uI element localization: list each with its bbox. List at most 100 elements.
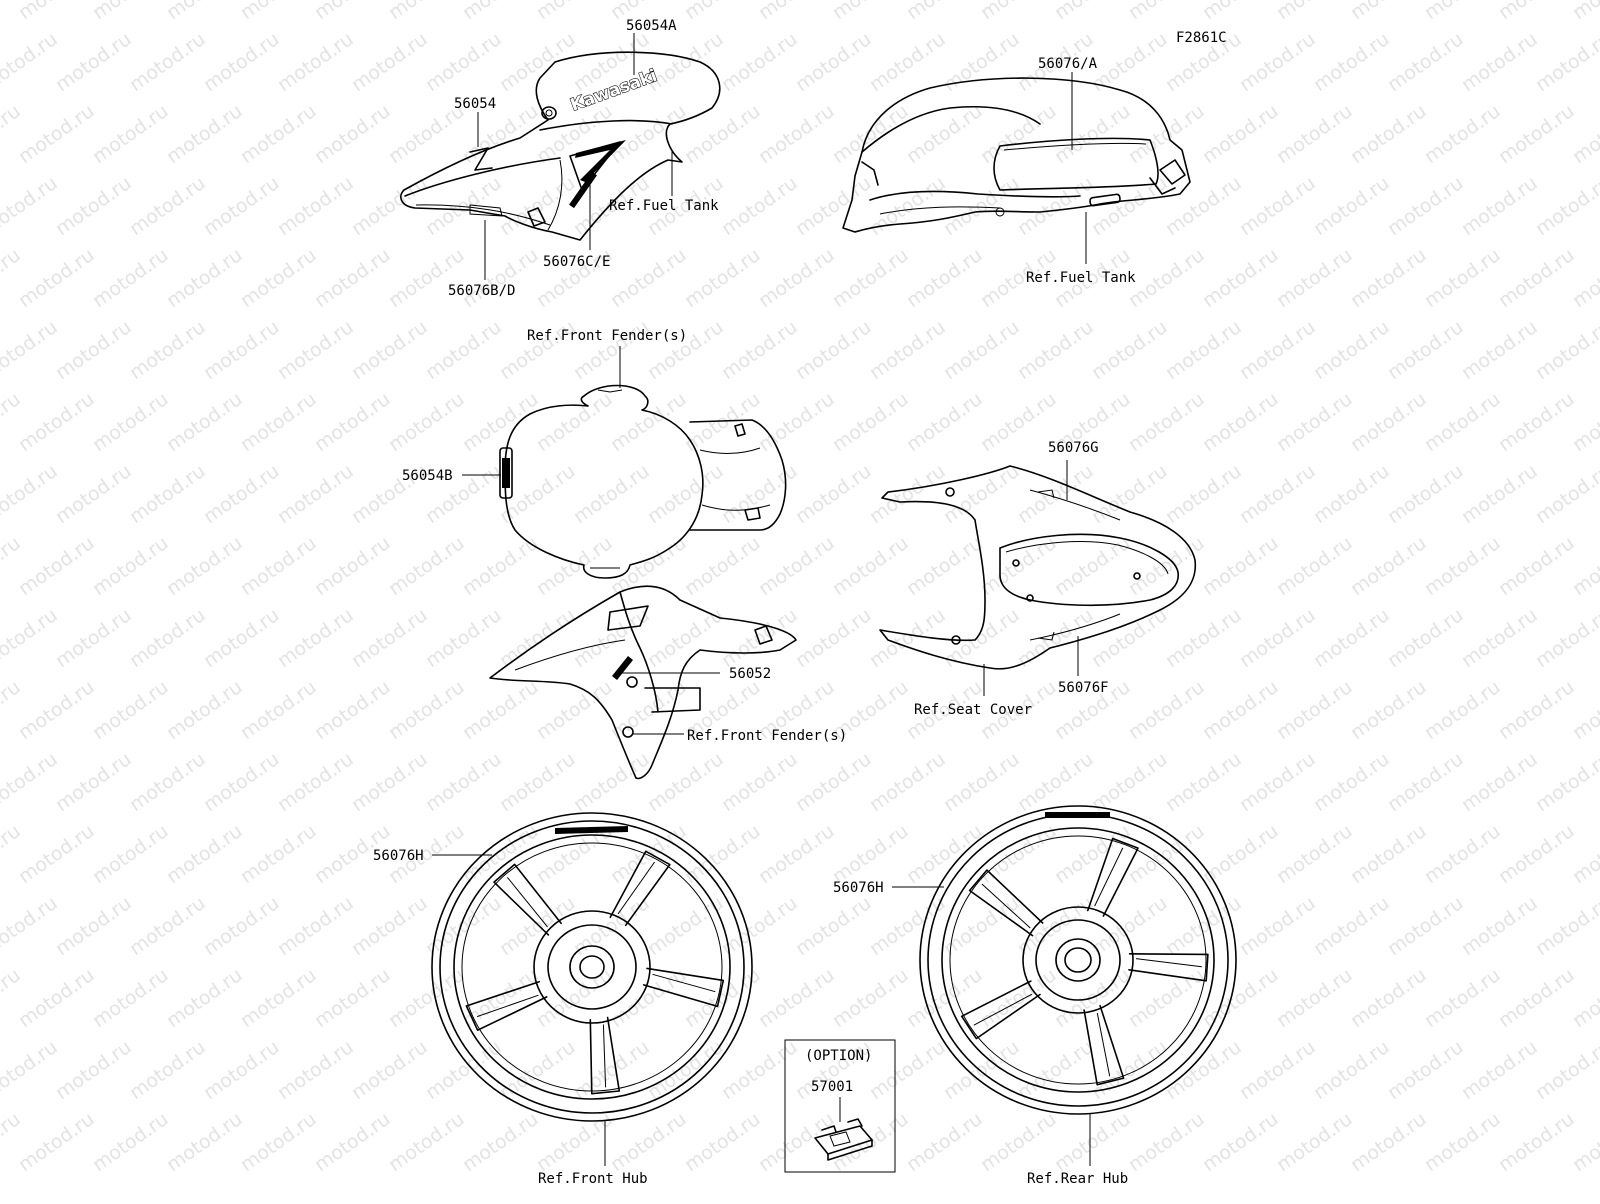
watermark-text: motod.ru <box>1347 964 1431 1032</box>
watermark-text: motod.ru <box>126 316 210 384</box>
watermark-text: motod.ru <box>903 0 987 24</box>
watermark-text: motod.ru <box>829 1108 913 1176</box>
watermark-text: motod.ru <box>274 28 358 96</box>
watermark-text: motod.ru <box>237 388 321 456</box>
callout-rear-hub-ref: Ref.Rear Hub <box>1027 1171 1128 1187</box>
watermark-text: motod.ru <box>940 28 1024 96</box>
watermark-text: motod.ru <box>1458 748 1542 816</box>
watermark-text: motod.ru <box>829 100 913 168</box>
watermark-text: motod.ru <box>1421 0 1505 24</box>
watermark-text: motod.ru <box>348 1036 432 1104</box>
watermark-text: motod.ru <box>792 316 876 384</box>
watermark-text: motod.ru <box>792 892 876 960</box>
watermark-text: motod.ru <box>1569 532 1600 600</box>
watermark-text: motod.ru <box>126 1036 210 1104</box>
watermark-text: motod.ru <box>681 244 765 312</box>
watermark-text: motod.ru <box>718 172 802 240</box>
watermark-text: motod.ru <box>311 388 395 456</box>
watermark-text: motod.ru <box>940 316 1024 384</box>
wheel-spoke-detail <box>507 877 548 928</box>
watermark-text: motod.ru <box>1162 460 1246 528</box>
watermark-text: motod.ru <box>0 1036 62 1104</box>
watermark-text: motod.ru <box>459 676 543 744</box>
watermark-text: motod.ru <box>1236 892 1320 960</box>
watermark-text: motod.ru <box>385 0 469 24</box>
watermark-text: motod.ru <box>1051 0 1135 24</box>
watermark-text: motod.ru <box>1125 820 1209 888</box>
watermark-text: motod.ru <box>385 964 469 1032</box>
front-fender-top-illustration <box>499 384 787 579</box>
watermark-text: motod.ru <box>1421 532 1505 600</box>
watermark-text: motod.ru <box>496 316 580 384</box>
watermark-text: motod.ru <box>1125 244 1209 312</box>
watermark-text: motod.ru <box>274 748 358 816</box>
watermark-text: motod.ru <box>459 1108 543 1176</box>
watermark-text: motod.ru <box>163 676 247 744</box>
watermark-text: motod.ru <box>237 964 321 1032</box>
watermark-text: motod.ru <box>903 244 987 312</box>
watermark-text: motod.ru <box>52 748 136 816</box>
watermark-text: motod.ru <box>570 316 654 384</box>
watermark-text: motod.ru <box>1384 1036 1468 1104</box>
watermark-text: motod.ru <box>1236 748 1320 816</box>
watermark-text: motod.ru <box>15 532 99 600</box>
watermark-text: motod.ru <box>422 28 506 96</box>
watermark-text: motod.ru <box>422 316 506 384</box>
watermark-text: motod.ru <box>15 964 99 1032</box>
watermark-text: motod.ru <box>200 460 284 528</box>
watermark-text: motod.ru <box>1569 1108 1600 1176</box>
watermark-text: motod.ru <box>459 244 543 312</box>
watermark-text: motod.ru <box>237 244 321 312</box>
watermark-text: motod.ru <box>1273 0 1357 24</box>
watermark-text: motod.ru <box>89 100 173 168</box>
watermark-text: motod.ru <box>1310 460 1394 528</box>
watermark-text: motod.ru <box>1051 100 1135 168</box>
wheel-spoke <box>1087 837 1139 917</box>
watermark-text: motod.ru <box>866 460 950 528</box>
watermark-text: motod.ru <box>644 748 728 816</box>
watermark-text: motod.ru <box>1236 460 1320 528</box>
watermark-text: motod.ru <box>385 1108 469 1176</box>
wheel-spoke-detail <box>476 994 539 1018</box>
watermark-text: motod.ru <box>422 172 506 240</box>
watermark-text: motod.ru <box>1310 892 1394 960</box>
watermark-text: motod.ru <box>1532 172 1600 240</box>
watermark-text: motod.ru <box>1162 1036 1246 1104</box>
watermark-text: motod.ru <box>1532 316 1600 384</box>
callout-tank-side-ref: Ref.Fuel Tank <box>1026 270 1136 286</box>
watermark-text: motod.ru <box>903 1108 987 1176</box>
watermark-text: motod.ru <box>792 748 876 816</box>
watermark-text: motod.ru <box>311 964 395 1032</box>
watermark-text: motod.ru <box>570 460 654 528</box>
watermark-text: motod.ru <box>1273 388 1357 456</box>
watermark-text: motod.ru <box>1384 316 1468 384</box>
watermark-text: motod.ru <box>1532 892 1600 960</box>
watermark-text: motod.ru <box>52 460 136 528</box>
watermark-text: motod.ru <box>1458 892 1542 960</box>
watermark-text: motod.ru <box>385 532 469 600</box>
watermark-text: motod.ru <box>977 820 1061 888</box>
watermark-text: motod.ru <box>1532 748 1600 816</box>
watermark-text: motod.ru <box>718 316 802 384</box>
watermark-text: motod.ru <box>163 532 247 600</box>
watermark-text: motod.ru <box>237 1108 321 1176</box>
watermark-text: motod.ru <box>1569 100 1600 168</box>
watermark-text: motod.ru <box>1199 388 1283 456</box>
watermark-text: motod.ru <box>459 0 543 24</box>
watermark-text: motod.ru <box>348 892 432 960</box>
watermark-text: motod.ru <box>1236 604 1320 672</box>
callout-front-fender-ref-bottom: Ref.Front Fender(s) <box>687 728 847 744</box>
watermark-text: motod.ru <box>1310 28 1394 96</box>
watermark-text: motod.ru <box>1125 964 1209 1032</box>
callout-front-wheel-stripe: 56076H <box>373 848 424 864</box>
watermark-text: motod.ru <box>348 604 432 672</box>
watermark-text: motod.ru <box>829 532 913 600</box>
watermark-text: motod.ru <box>163 1108 247 1176</box>
watermark-text: motod.ru <box>237 820 321 888</box>
wheel-spoke-detail <box>652 973 716 993</box>
watermark-text: motod.ru <box>163 0 247 24</box>
watermark-text: motod.ru <box>1347 532 1431 600</box>
watermark-text: motod.ru <box>1458 460 1542 528</box>
wheel-spoke-detail <box>1135 958 1202 968</box>
watermark-text: motod.ru <box>89 532 173 600</box>
